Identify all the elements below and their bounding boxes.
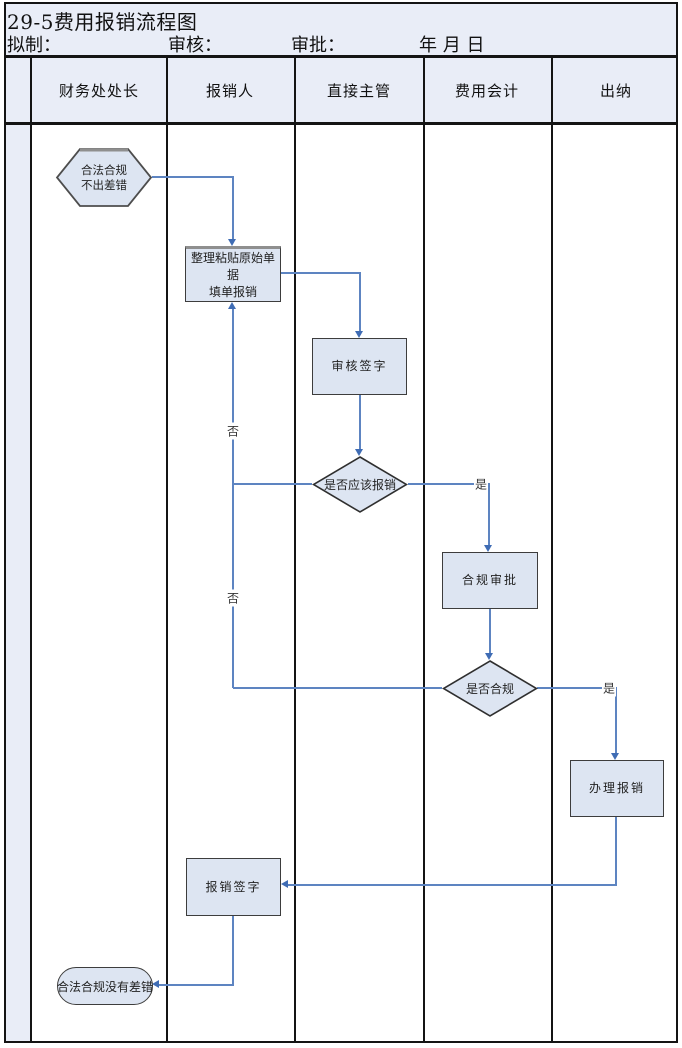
- edge-decision2-yes-v: [615, 687, 617, 753]
- node-end-terminator: 合法合规没有差错: [57, 967, 153, 1005]
- node-prepare-process: 整理粘贴原始单据 填单报销: [185, 246, 281, 302]
- edge-review-to-decision1: [359, 395, 361, 450]
- edge-decision2-yes-h: [537, 687, 617, 689]
- hexagon-shape-icon: [55, 148, 153, 207]
- review-sign-label: 审核签字: [331, 359, 388, 373]
- edge-process-to-sign-h: [288, 884, 617, 886]
- lane-header-claimant: 报销人: [205, 82, 254, 100]
- left-spacer-column: [6, 58, 30, 1042]
- lane-divider-1: [166, 58, 168, 1042]
- is-compliant-label: 是否合规: [465, 681, 514, 696]
- header-background: [6, 4, 676, 57]
- start-label-line1: 合法合规: [81, 162, 127, 177]
- start-label-line2: 不出差错: [81, 177, 127, 192]
- edge-label-should-yes: 是: [473, 475, 489, 493]
- lane-divider-2: [294, 58, 296, 1042]
- node-should-reimburse-decision: 是否应该报销: [311, 456, 409, 513]
- node-is-compliant-decision: 是否合规: [441, 660, 539, 717]
- page-title: 29-5费用报销流程图: [7, 10, 198, 34]
- arrow-into-decision2-icon: [485, 653, 493, 660]
- edge-sign-to-end-h: [159, 984, 234, 986]
- arrow-into-sign-icon: [281, 880, 288, 888]
- lane-header-background: [6, 58, 676, 122]
- node-compliance-approval-process: 合规审批: [442, 552, 538, 609]
- edge-label-should-no: 否: [225, 422, 241, 440]
- process-reimbursement-label: 办理报销: [588, 781, 645, 795]
- lane-header-bottom-line: [4, 122, 678, 125]
- lane-header-finance-director: 财务处处长: [58, 82, 139, 100]
- edge-prepare-to-review-h: [281, 272, 361, 274]
- arrow-into-compliance-icon: [484, 545, 492, 552]
- should-reimburse-label: 是否应该报销: [323, 477, 396, 492]
- edge-no-return-v: [232, 309, 234, 688]
- drafted-by-label: 拟制：: [7, 35, 61, 56]
- edge-compliance-to-decision2: [489, 609, 491, 654]
- lane-divider-0: [30, 58, 32, 1042]
- arrow-into-prepare-icon: [228, 239, 236, 246]
- arrow-into-prepare-bottom-icon: [228, 302, 236, 309]
- arrow-into-process-icon: [611, 753, 619, 760]
- edge-sign-to-end-v: [232, 916, 234, 986]
- edge-prepare-to-review-v: [359, 272, 361, 332]
- header-separator-line: [4, 55, 678, 58]
- edge-decision1-no-h: [233, 483, 312, 485]
- node-review-sign-process: 审核签字: [312, 338, 407, 395]
- lane-header-expense-accountant: 费用会计: [454, 82, 519, 100]
- edge-start-to-prepare-h: [152, 176, 233, 178]
- edge-process-to-sign-v: [615, 817, 617, 886]
- arrow-into-decision1-icon: [355, 449, 363, 456]
- prepare-label-line2: 填单报销: [208, 284, 257, 299]
- edge-label-compliant-no: 否: [225, 589, 241, 607]
- date-label: 年 月 日: [419, 35, 485, 56]
- prepare-label-line1: 整理粘贴原始单据: [190, 250, 275, 282]
- end-label: 合法合规没有差错: [57, 979, 154, 994]
- lane-divider-4: [551, 58, 553, 1042]
- diamond-shape-icon: [441, 660, 539, 717]
- arrow-into-review-icon: [355, 331, 363, 338]
- node-reimburse-sign-process: 报销签字: [186, 858, 281, 916]
- arrow-into-end-icon: [152, 980, 159, 988]
- lane-divider-3: [423, 58, 425, 1042]
- node-process-reimbursement: 办理报销: [570, 760, 664, 817]
- edge-label-compliant-yes: 是: [601, 679, 617, 697]
- edge-decision1-yes-h: [408, 483, 490, 485]
- edge-decision2-no-h: [233, 687, 442, 689]
- compliance-approval-label: 合规审批: [461, 573, 518, 587]
- lane-header-direct-supervisor: 直接主管: [326, 82, 391, 100]
- edge-start-to-prepare-v: [232, 176, 234, 240]
- node-start-hexagon: 合法合规 不出差错: [55, 148, 153, 207]
- diamond-shape-icon: [311, 456, 409, 513]
- reimburse-sign-label: 报销签字: [205, 879, 262, 894]
- approved-by-label: 审批：: [291, 35, 345, 56]
- lane-header-cashier: 出纳: [599, 82, 632, 100]
- edge-decision1-yes-v: [488, 483, 490, 546]
- reviewed-by-label: 审核：: [168, 35, 222, 56]
